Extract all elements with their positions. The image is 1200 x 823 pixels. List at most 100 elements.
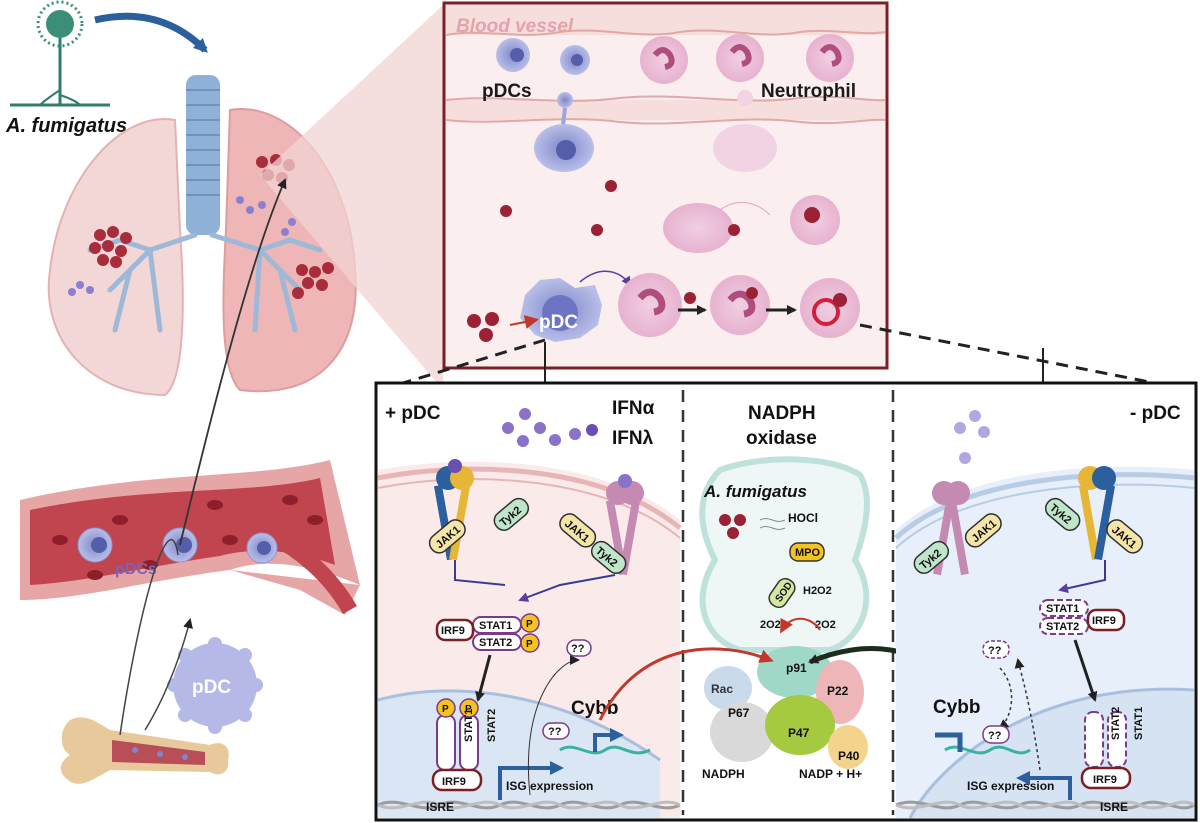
plus-unknown-dna-label: ?? xyxy=(548,726,562,738)
plus-pdc-title: + pDC xyxy=(385,403,441,424)
hocl-label: HOCl xyxy=(788,511,818,525)
inhalation-arrow xyxy=(94,12,208,53)
nadp-product-label: NADP + H+ xyxy=(799,767,862,781)
plus-nuclear-arrow xyxy=(475,654,492,702)
plus-jak-tyk xyxy=(428,497,627,574)
organism-label: A. fumigatus xyxy=(5,115,127,137)
plus-isg-label: ISG expression xyxy=(506,779,593,793)
plus-cybb-to-p91-arrow xyxy=(598,647,774,721)
inset-neutrophil-label: Neutrophil xyxy=(761,81,856,102)
ifn-alpha-label: IFNα xyxy=(612,398,655,419)
plus-nuclear-stat xyxy=(431,698,483,792)
zoom-wedge xyxy=(260,5,443,390)
inset-netosis-cells xyxy=(663,195,840,253)
nadph-oxidase-complex xyxy=(704,646,868,769)
p67-label: P67 xyxy=(728,706,750,720)
nadph-organism-label: A. fumigatus xyxy=(703,482,807,501)
plus-unknown-top xyxy=(566,639,592,657)
vessel-pdcs-label: pDCs xyxy=(115,561,157,578)
marrow-pdc-cell xyxy=(167,637,263,734)
minus-stat1-label: STAT1 xyxy=(1046,603,1079,615)
nadph-title-2: oxidase xyxy=(746,428,817,449)
plus-stat2-label: STAT2 xyxy=(479,637,512,649)
minus-stat2-label: STAT2 xyxy=(1046,621,1079,633)
minus-nuclear-arrow xyxy=(1073,639,1098,702)
aspergillus-fungus-icon xyxy=(10,0,110,107)
ifn-lambda-label: IFNλ xyxy=(612,428,654,449)
inset-neutrophil-sequence xyxy=(618,273,860,338)
minus-isre-label: ISRE xyxy=(1100,800,1128,814)
minus-cybb-promoter xyxy=(935,732,963,752)
left-blood-vessel xyxy=(20,460,360,615)
plus-isg-promoter-arrow xyxy=(498,761,564,800)
plus-isg-to-unknown-arrow xyxy=(528,655,580,796)
plus-stat1-label: STAT1 xyxy=(479,620,512,632)
plus-isre-label: ISRE xyxy=(426,800,454,814)
minus-nuc-stat1: STAT1 xyxy=(1133,707,1145,740)
migration-to-lung-arrow xyxy=(179,178,287,546)
minus-stat-complex xyxy=(1039,599,1126,635)
plus-nuc-p2: P xyxy=(465,704,472,715)
plus-nuc-irf9: IRF9 xyxy=(442,776,466,788)
inset-pdc-label: pDC xyxy=(539,312,578,333)
minus-dna xyxy=(895,800,1195,810)
sod-enzyme xyxy=(768,577,796,609)
minus-nuclear-stat xyxy=(1080,711,1132,790)
phagosome xyxy=(699,456,870,653)
ros-waves xyxy=(759,518,786,530)
p91-label: p91 xyxy=(786,661,807,675)
minus-unknown-dna-label: ?? xyxy=(988,730,1002,742)
zoom-dash-right xyxy=(859,323,1191,392)
rac-label: Rac xyxy=(711,682,733,696)
minus-receptors xyxy=(932,466,1116,576)
minus-jak-tyk xyxy=(913,497,1144,574)
marrow-exit-arrow xyxy=(144,618,193,731)
minus-signal-arrow xyxy=(1058,560,1106,594)
minus-ifn-molecules xyxy=(954,410,990,464)
ifn-molecules xyxy=(502,408,598,447)
plus-unknown-dna xyxy=(542,722,570,740)
inset-pdc-cells xyxy=(496,38,594,172)
minus-nuc-irf9: IRF9 xyxy=(1093,774,1117,786)
plus-dna xyxy=(377,800,681,810)
minus-pdc-cell xyxy=(894,466,1195,819)
nadph-substrate-label: NADPH xyxy=(702,767,745,781)
nadph-title-1: NADPH xyxy=(748,403,816,424)
plus-cybb-promoter xyxy=(593,728,624,752)
inset-pdcs-label: pDCs xyxy=(482,81,532,102)
p40-label: P40 xyxy=(838,749,860,763)
plus-cybb-label: Cybb xyxy=(571,698,619,719)
plus-p1-label: P xyxy=(526,619,533,630)
plus-irf9-label: IRF9 xyxy=(441,625,465,637)
plus-nuc-stat1: STAT1 xyxy=(463,709,475,742)
minus-pdc-title: - pDC xyxy=(1130,403,1181,424)
inset-conidia xyxy=(467,180,696,342)
p47-label: P47 xyxy=(788,726,810,740)
bone-icon xyxy=(60,717,229,784)
oxygen-to-superoxide-arrow xyxy=(780,617,821,634)
h2o2-label: H2O2 xyxy=(803,585,832,597)
mpo-label: MPO xyxy=(795,547,821,559)
plus-unknown-top-label: ?? xyxy=(571,643,585,655)
minus-unknown-to-dna-arrow xyxy=(998,667,1013,730)
oxygen-label: 2O2 xyxy=(815,619,836,631)
minus-unknown-top-label: ?? xyxy=(988,645,1002,657)
marrow-to-blood-arrow xyxy=(119,539,179,736)
blood-vessel-label: Blood vessel xyxy=(456,16,574,37)
plus-p2-label: P xyxy=(526,639,533,650)
nadph-conidia xyxy=(719,514,746,539)
minus-isg-to-unknown-arrow xyxy=(1014,658,1041,771)
minus-unknown-dna xyxy=(982,725,1010,744)
inset-pdc-activated xyxy=(509,270,632,342)
minus-isg-label: ISG expression xyxy=(967,779,1054,793)
mpo-enzyme xyxy=(789,542,825,562)
p22-label: P22 xyxy=(827,684,849,698)
minus-isg-promoter-arrow xyxy=(1016,771,1072,800)
plus-stat-complex xyxy=(435,613,540,653)
plus-nuc-p1: P xyxy=(442,704,449,715)
plus-signal-arrows xyxy=(454,560,616,600)
superoxide-label: 2O2- xyxy=(760,619,785,631)
minus-nuc-stat2: STAT2 xyxy=(1110,707,1122,740)
